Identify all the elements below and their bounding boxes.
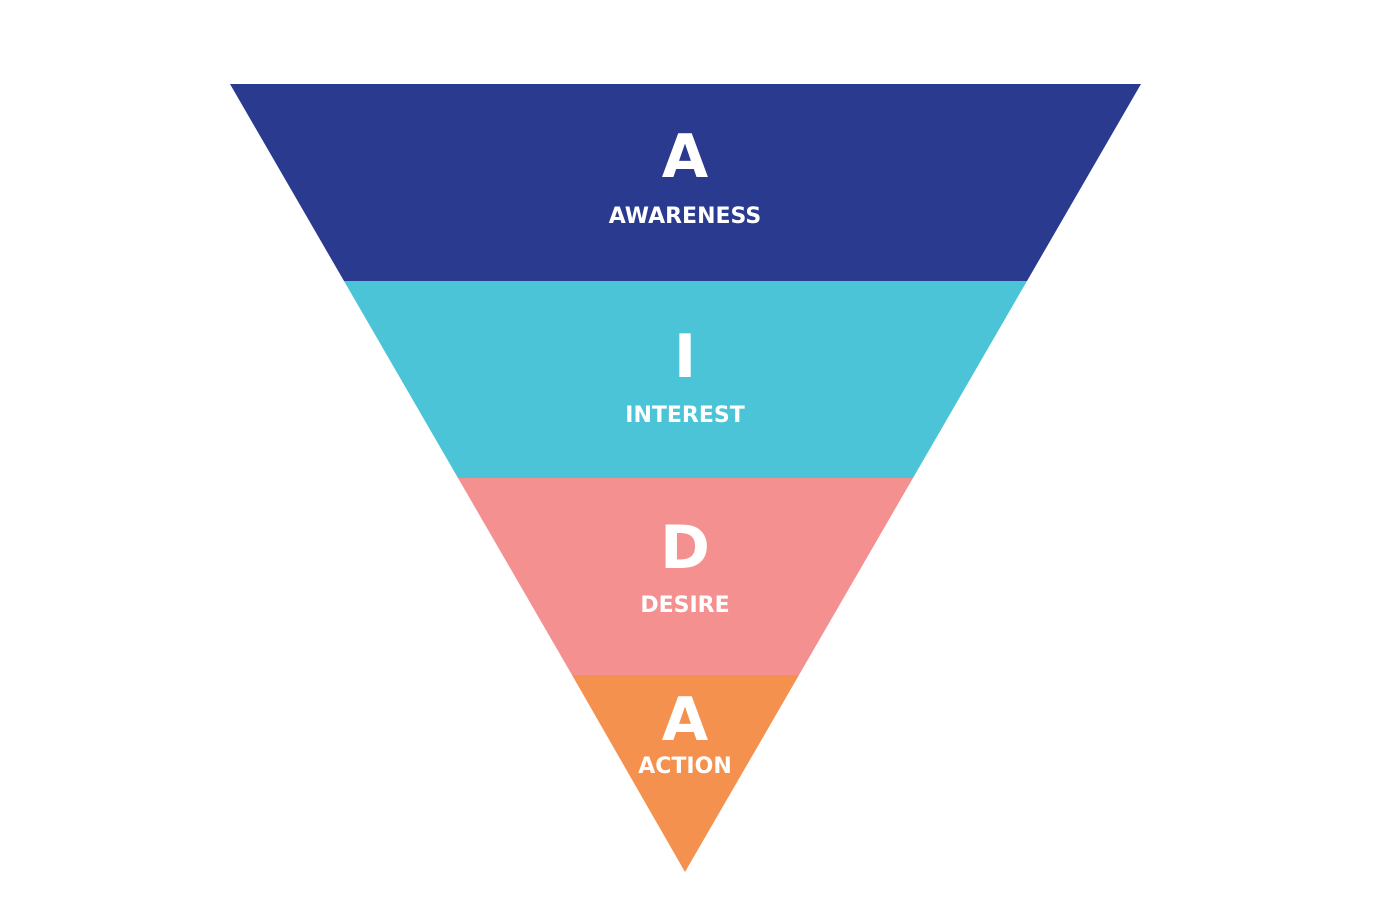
stage-letter-interest: I [674,322,696,392]
stage-label-action: ACTION [638,754,731,779]
stage-label-interest: INTEREST [625,403,744,428]
funnel-stage-awareness: A AWARENESS [230,84,1141,281]
funnel-segment-interest [344,281,1027,478]
stage-label-desire: DESIRE [640,593,729,618]
stage-label-awareness: AWARENESS [609,204,761,229]
stage-letter-awareness: A [662,122,709,192]
funnel-segment-awareness [230,84,1141,281]
funnel-segment-action [572,675,799,872]
funnel-stage-action: A ACTION [572,675,799,872]
funnel-stage-interest: I INTEREST [344,281,1027,478]
stage-letter-desire: D [660,513,710,583]
funnel-segment-desire [458,478,913,675]
funnel-stage-desire: D DESIRE [458,478,913,675]
stage-letter-action: A [662,685,709,755]
